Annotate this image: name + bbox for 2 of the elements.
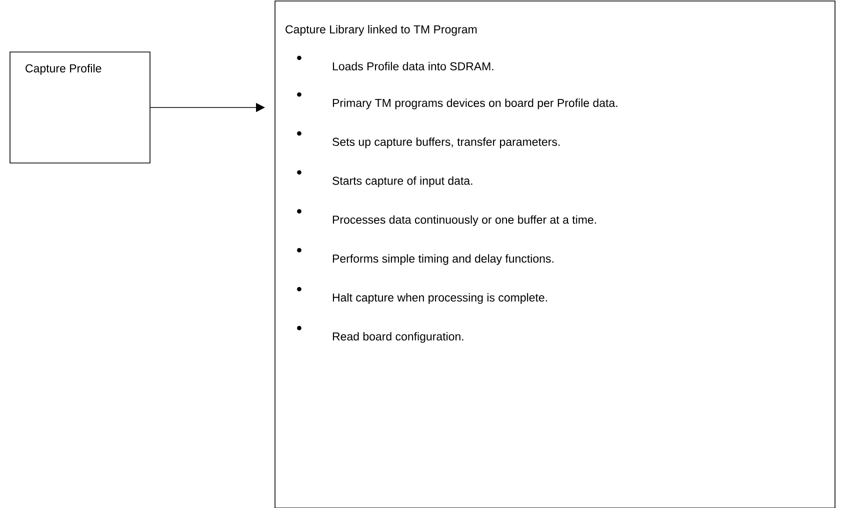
process-box: Capture Profile — [10, 52, 150, 164]
text-box: Capture Library linked to TM Program Loads Profile data into SDRAM. Primary TM programs devices on board per Profile data. Sets up capture buffers, transfer parameters. Starts capture of input data. Processes data continuously or one buffer at a time. Performs simple timing and delay functions. Halt capture when processing is complete. Read board configuration. — [274, 0, 836, 508]
